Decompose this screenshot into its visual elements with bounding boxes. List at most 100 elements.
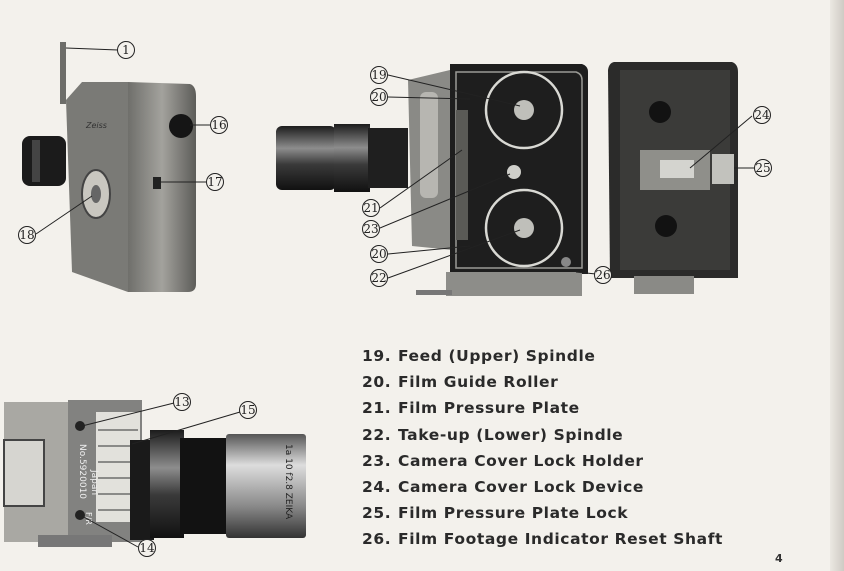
legend-number: 26. (362, 530, 392, 549)
legend-item: 19. Feed (Upper) Spindle (362, 343, 762, 369)
callout-13-circle (173, 393, 191, 411)
knob-16 (169, 114, 193, 138)
upper-reel (484, 70, 564, 150)
lens-grip (180, 438, 228, 534)
detail-screw-13 (75, 421, 85, 431)
cover-base (634, 276, 694, 294)
callout-23: 23 (363, 222, 378, 236)
legend-number: 23. (362, 451, 392, 470)
callout-24: 24 (754, 108, 770, 122)
chamber-lens-front (276, 126, 336, 190)
callout-22-circle (370, 269, 388, 287)
legend-number: 22. (362, 425, 392, 444)
cover-lower-hole (655, 215, 677, 237)
callout-23-circle (362, 220, 380, 238)
fr-marking-text: F/R (84, 512, 93, 525)
callout-1-circle (117, 41, 135, 59)
callout-1: 1 (122, 43, 130, 57)
winding-key-shaft (60, 42, 66, 104)
legend-item: 26. Film Footage Indicator Reset Shaft (362, 526, 762, 552)
chamber-lens-rear (368, 128, 408, 188)
legend-item: 20. Film Guide Roller (362, 369, 762, 395)
detail-foot (38, 535, 112, 547)
callout-20-lower: 20 (371, 247, 386, 261)
legend-label: Film Pressure Plate (398, 399, 580, 418)
callout-20-upper-circle (370, 88, 388, 106)
callout-15-circle (239, 401, 257, 419)
crank-dial-hub (91, 185, 101, 203)
lens-marking-text: 1a 10 f2.8 ZEIKA (283, 444, 293, 520)
legend-label: Film Footage Indicator Reset Shaft (398, 530, 724, 549)
side-lens-barrel (22, 136, 66, 186)
callout-26: 26 (595, 268, 610, 282)
camera-side-photo: Zeiss (22, 42, 196, 292)
chamber-foot (416, 290, 452, 295)
legend-item: 23. Camera Cover Lock Holder (362, 448, 762, 474)
page-number: 4 (775, 552, 783, 565)
callout-14: 14 (139, 541, 155, 555)
lower-reel (484, 188, 564, 268)
legend-item: 24. Camera Cover Lock Device (362, 474, 762, 500)
side-lens-ring (32, 140, 40, 182)
chamber-lens-mid (334, 124, 370, 192)
origin-text: Japan (89, 469, 99, 495)
callout-21-circle (362, 199, 380, 217)
camera-body (128, 82, 196, 292)
cover-lock-plate (660, 160, 694, 178)
callout-15: 15 (240, 403, 255, 417)
chamber-handle (420, 92, 438, 198)
chamber-base (446, 272, 582, 296)
serial-plate-text: No.5920010 (77, 444, 87, 499)
parts-legend: 19. Feed (Upper) Spindle 20. Film Guide Ro… (362, 343, 762, 553)
legend-label: Take-up (Lower) Spindle (398, 425, 624, 444)
callout-26-circle (594, 266, 612, 284)
legend-label: Feed (Upper) Spindle (398, 347, 596, 365)
callout-16: 16 (211, 118, 226, 132)
pressure-plate-lock (712, 154, 734, 184)
legend-label: Camera Cover Lock Device (398, 477, 644, 496)
legend-number: 19. (362, 347, 392, 365)
callout-24-circle (753, 106, 771, 124)
callout-18: 18 (19, 228, 34, 242)
callout-20-upper: 20 (371, 90, 386, 104)
callout-17: 17 (207, 175, 222, 189)
lens-front-barrel (226, 434, 306, 538)
legend-label: Film Pressure Plate Lock (398, 504, 629, 523)
callout-18-circle (18, 226, 36, 244)
cover-lock-holder (507, 165, 521, 179)
legend-number: 24. (362, 477, 392, 496)
brand-script: Zeiss (85, 121, 107, 130)
callout-19: 19 (371, 68, 386, 82)
reset-shaft (561, 257, 571, 267)
cover-upper-hole (649, 101, 671, 123)
legend-label: Film Guide Roller (398, 373, 559, 392)
switch-17 (153, 177, 161, 189)
open-chamber-photo (276, 64, 588, 296)
callout-14-circle (138, 539, 156, 557)
callout-16-circle (210, 116, 228, 134)
legend-label: Camera Cover Lock Holder (398, 451, 644, 470)
lens-detail-photo: No.5920010 Japan F/R 1a 10 f2.8 ZEIKA (3, 400, 306, 547)
lower-spindle (514, 218, 534, 238)
callout-20-lower-circle (370, 245, 388, 263)
pressure-plate (456, 110, 468, 240)
detail-window (3, 439, 45, 507)
upper-spindle (514, 100, 534, 120)
callout-25: 25 (755, 161, 770, 175)
callout-17-circle (206, 173, 224, 191)
callout-21: 21 (363, 201, 378, 215)
legend-number: 21. (362, 399, 392, 418)
chamber-rim (455, 71, 583, 269)
callout-25-circle (754, 159, 772, 177)
legend-item: 25.Film Pressure Plate Lock (362, 500, 762, 526)
callout-13: 13 (174, 395, 189, 409)
legend-number: 20. (362, 373, 392, 392)
page-edge-shadow (830, 0, 844, 571)
legend-item: 22. Take-up (Lower) Spindle (362, 422, 762, 448)
legend-item: 21. Film Pressure Plate (362, 395, 762, 421)
callouts: 1 16 17 18 19 20 21 23 20 22 26 24 (18, 41, 772, 557)
callout-22: 22 (371, 271, 386, 285)
detail-screw-14 (75, 510, 85, 520)
